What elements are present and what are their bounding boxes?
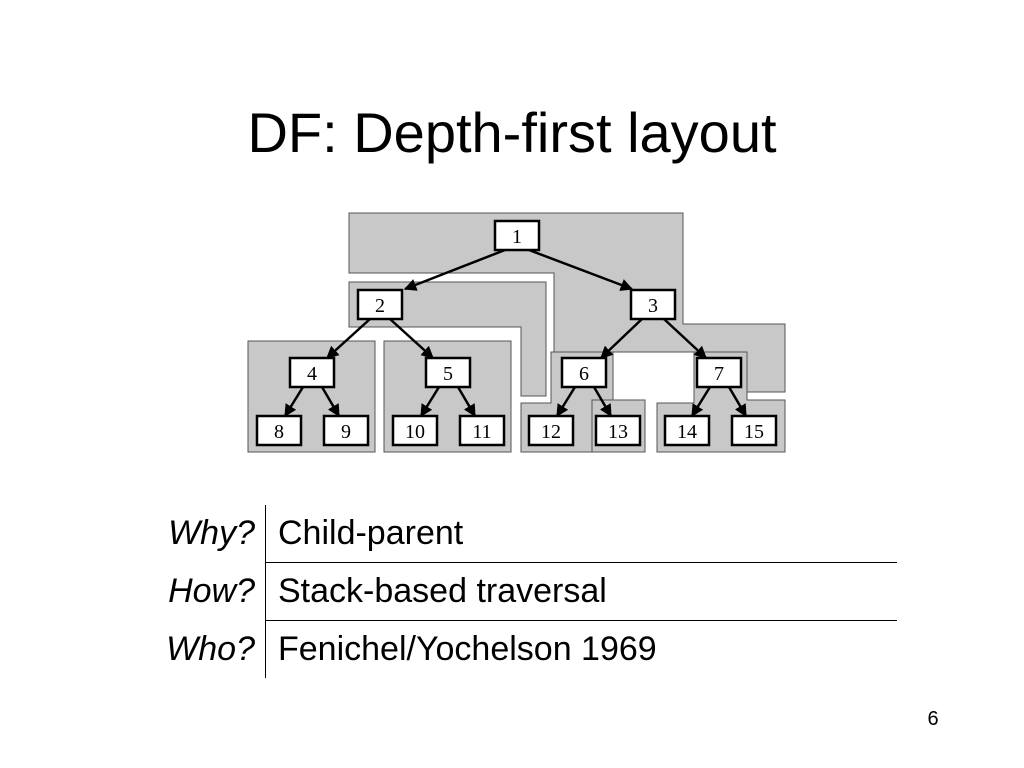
node-label: 9 bbox=[341, 421, 351, 443]
edge-4-8 bbox=[283, 386, 305, 418]
edge-4-9 bbox=[320, 386, 341, 418]
edge-2-5 bbox=[389, 318, 434, 359]
tree-node: 12 bbox=[527, 414, 575, 447]
node-label: 11 bbox=[472, 421, 491, 443]
tree-node: 6 bbox=[560, 356, 608, 389]
tree-nodes: 1 2 3 4 5 6 7 8 bbox=[255, 219, 778, 447]
question-cell: Who? bbox=[120, 620, 266, 678]
edge-3-6 bbox=[600, 318, 643, 359]
node-label: 8 bbox=[274, 421, 284, 443]
tree-node: 2 bbox=[356, 288, 404, 321]
node-label: 1 bbox=[512, 226, 522, 248]
answer-cell: Fenichel/Yochelson 1969 bbox=[265, 620, 897, 678]
node-label: 13 bbox=[608, 421, 628, 443]
question-cell: How? bbox=[120, 562, 266, 621]
edge-3-7 bbox=[663, 318, 707, 359]
question-cell: Why? bbox=[120, 505, 266, 563]
tree-node: 3 bbox=[629, 288, 677, 321]
edge-1-2 bbox=[403, 248, 506, 291]
slide-title: DF: Depth-first layout bbox=[247, 101, 777, 164]
tree-node: 13 bbox=[594, 414, 642, 447]
tree-node: 5 bbox=[424, 356, 472, 389]
edge-5-11 bbox=[456, 386, 477, 418]
node-label: 3 bbox=[648, 295, 658, 317]
answer-cell: Stack-based traversal bbox=[265, 562, 897, 621]
edge-5-10 bbox=[419, 386, 441, 418]
edge-6-13 bbox=[592, 386, 613, 418]
tree-node: 4 bbox=[288, 356, 336, 389]
answer-cell: Child-parent bbox=[278, 514, 464, 552]
qa-row: Who? Fenichel/Yochelson 1969 bbox=[120, 620, 897, 678]
tree-node: 9 bbox=[322, 414, 370, 447]
edge-2-4 bbox=[326, 318, 371, 359]
qa-table: Why? Child-parent How? Stack-based trave… bbox=[120, 505, 897, 678]
edge-1-3 bbox=[528, 248, 634, 291]
edge-7-14 bbox=[690, 386, 712, 418]
node-label: 10 bbox=[405, 421, 425, 443]
node-label: 2 bbox=[375, 295, 385, 317]
tree-node: 8 bbox=[255, 414, 303, 447]
tree-node: 14 bbox=[663, 414, 711, 447]
node-label: 4 bbox=[307, 363, 317, 385]
tree-node: 10 bbox=[391, 414, 439, 447]
node-label: 12 bbox=[541, 421, 561, 443]
qa-row: Why? Child-parent bbox=[120, 505, 897, 563]
qa-row: How? Stack-based traversal bbox=[120, 562, 897, 621]
tree-node: 11 bbox=[458, 414, 506, 447]
node-label: 5 bbox=[443, 363, 453, 385]
tree-edges bbox=[283, 248, 748, 418]
tree-node: 15 bbox=[730, 414, 778, 447]
tree-node: 7 bbox=[695, 356, 743, 389]
node-label: 7 bbox=[714, 363, 724, 385]
node-label: 14 bbox=[677, 421, 697, 443]
node-label: 15 bbox=[744, 421, 764, 443]
edge-6-12 bbox=[555, 386, 577, 418]
page-number: 6 bbox=[927, 708, 939, 730]
tree-node: 1 bbox=[493, 219, 541, 252]
edge-7-15 bbox=[727, 386, 748, 418]
node-label: 6 bbox=[579, 363, 589, 385]
